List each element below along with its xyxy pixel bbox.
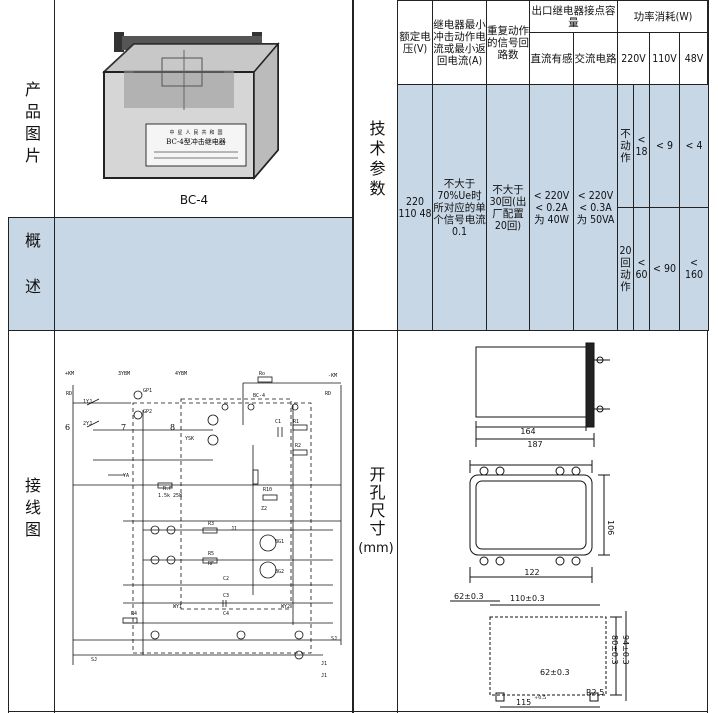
val-dc: < 220V < 0.2A 为 40W [529,84,574,331]
svg-text:1YJ: 1YJ [83,399,92,405]
svg-text:R2: R2 [295,443,301,449]
cutout-label: 开孔尺寸 [366,466,386,538]
svg-text:R.F: R.F [163,486,172,492]
divider-right [707,0,708,713]
hdr-repeat: 重复动作的信号回路数 [486,0,530,85]
cutout-drawings: 164 187 106 122 62±0.3 110±0.3 80±0.3 94… [450,342,630,708]
val-p2-220: < 60 [633,207,650,331]
plate-line1: 中 星 人 民 共 和 国 [169,129,222,136]
svg-text:7: 7 [121,423,126,432]
svg-text:J1: J1 [231,526,237,532]
divider-mid [397,0,398,713]
val-p2-110: < 90 [649,207,680,331]
val-repeat: 不大于30回(出厂配置20回) [486,84,530,331]
hdr-power: 功率消耗(W) [616,0,710,33]
svg-text:YSK: YSK [185,436,194,442]
val-p1-48: < 4 [678,84,710,208]
left-column: 产品图片 中 星 人 民 共 和 国 BC-4型冲击继电器 BC-4 概述 接线… [8,0,354,713]
hdr-rated-voltage: 额定电压(V) [397,0,433,85]
svg-text:4YBM: 4YBM [175,371,187,377]
wiring-diagram: +KM 3YBM 4YBM -KM RD RD 1YJ 2YJ GP1 GP2 … [65,371,342,679]
product-label: 产品图片 [22,81,41,169]
product-model: BC-4 [179,193,209,207]
svg-text:8: 8 [170,423,175,432]
svg-text:GP1: GP1 [143,388,152,394]
svg-text:GP2: GP2 [143,409,152,415]
val-rated-voltage: 220 110 48 [397,84,433,331]
svg-text:WY1: WY1 [173,604,182,610]
svg-text:RD: RD [325,391,331,397]
svg-text:1.5k 25W: 1.5k 25W [158,493,183,499]
svg-text:+KM: +KM [65,371,74,377]
svg-text:J1: J1 [321,673,327,679]
plate-line2: BC-4型冲击继电器 [166,137,225,146]
svg-text:RF: RF [208,561,214,567]
svg-text:Z2: Z2 [261,506,267,512]
overview-band [8,218,354,330]
svg-text:C2: C2 [223,576,229,582]
hline-left-edge [8,217,9,713]
dim-187: 187 [527,440,542,449]
val-p2-48: < 160 [678,207,710,331]
hline-218 [8,217,354,218]
svg-text:R4: R4 [131,611,137,617]
dim-80: 80±0.3 [610,635,619,665]
val-ac: < 220V < 0.3A 为 50VA [573,84,618,331]
val-min-current: 不大于70%Ue时所对应的单个信号电流0.1 [432,84,487,331]
dim-94: 94±0.3 [621,635,630,665]
val-p1-110: < 9 [649,84,680,208]
val-state2: 20回动作 [617,207,634,331]
svg-text:R10: R10 [263,487,272,493]
hline-bottom [8,711,708,712]
svg-text:WY2: WY2 [281,604,290,610]
hline-330 [8,330,708,331]
hdr-220v: 220V [617,32,650,85]
svg-text:2YJ: 2YJ [83,421,92,427]
dim-110: 110±0.3 [510,594,545,603]
svg-text:C1: C1 [275,419,281,425]
hdr-110v: 110V [649,32,680,85]
hdr-dc: 直流有感 [529,32,574,85]
dim-62b: 62±0.3 [540,668,570,677]
dim-r25: R2.5 [586,688,604,697]
svg-text:YA: YA [123,473,129,479]
svg-text:BG1: BG1 [275,539,284,545]
overview-label: 概述 [22,231,41,324]
tech-table: 额定电压(V) 继电器最小冲击动作电流或最小返回电流(A) 重复动作的信号回路数… [397,0,710,331]
svg-text:-KM: -KM [328,373,337,379]
svg-text:C4: C4 [223,611,229,617]
divider-left [352,0,354,713]
cutout-unit: (mm) [358,541,394,556]
product-photo: 中 星 人 民 共 和 国 BC-4型冲击继电器 [102,32,280,181]
svg-text:R3: R3 [208,521,214,527]
tech-label-cell [354,0,397,330]
tech-label: 技术参数 [366,120,386,200]
svg-text:3YBM: 3YBM [118,371,130,377]
svg-text:J1: J1 [321,661,327,667]
hdr-contact-capacity: 出口继电器接点容量 [529,0,618,33]
dim-62a: 62±0.3 [454,592,484,601]
dim-115-tol: +0.5 [534,695,546,701]
svg-text:BG2: BG2 [275,569,284,575]
dim-122: 122 [524,568,539,577]
svg-text:R5: R5 [208,551,214,557]
hdr-min-current: 继电器最小冲击动作电流或最小返回电流(A) [432,0,487,85]
val-p1-220: < 18 [633,84,650,208]
dim-164: 164 [520,427,535,436]
svg-text:SJ: SJ [91,657,97,663]
dim-106: 106 [606,520,615,535]
svg-text:C3: C3 [223,593,229,599]
hdr-ac: 交流电路 [573,32,618,85]
hline-label-col [54,0,55,713]
svg-text:R1: R1 [293,419,299,425]
svg-text:6: 6 [65,423,70,432]
val-state1: 不动作 [617,84,634,208]
svg-text:RD: RD [66,391,72,397]
svg-text:SJ: SJ [331,636,337,642]
wiring-label: 接线图 [22,477,41,543]
svg-text:BC-4: BC-4 [253,393,265,399]
dim-115: 115 [516,698,531,707]
svg-text:Ro: Ro [259,371,265,377]
hdr-48v: 48V [678,32,710,85]
